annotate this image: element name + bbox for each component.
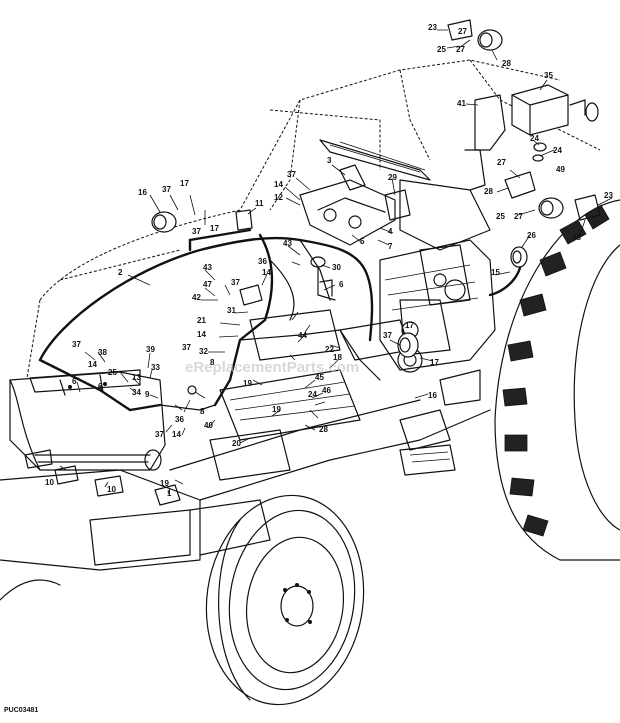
callout: 19 <box>272 405 281 414</box>
callout: 12 <box>274 193 283 202</box>
callout: 43 <box>203 263 212 272</box>
callout: 19 <box>243 379 252 388</box>
callout: 25 <box>437 45 446 54</box>
callout: 24 <box>553 146 562 155</box>
callout: 24 <box>308 390 317 399</box>
callout: 17 <box>405 321 414 330</box>
callout: 40 <box>204 421 213 430</box>
callout: 46 <box>322 386 331 395</box>
relay-box <box>511 84 569 136</box>
callout-labels: 23 27 25 27 28 35 41 24 24 3 37 29 27 49… <box>45 23 613 498</box>
callout: 14 <box>197 330 206 339</box>
callout: 27 <box>456 45 465 54</box>
callout: 28 <box>319 425 328 434</box>
callout: 15 <box>491 268 500 277</box>
callout: 37 <box>182 343 191 352</box>
callout: 14 <box>262 268 271 277</box>
callout: 19 <box>160 479 169 488</box>
callout: 41 <box>457 99 466 108</box>
figure-code: PUC03481 <box>4 707 38 714</box>
callout: 22 <box>325 345 334 354</box>
callout: 10 <box>107 485 116 494</box>
callout: 34 <box>132 388 141 397</box>
callout: 9 <box>145 390 150 399</box>
callout: 3 <box>327 156 332 165</box>
callout: 37 <box>383 331 392 340</box>
callout: 18 <box>333 353 342 362</box>
callout: 37 <box>162 185 171 194</box>
callout: 44 <box>298 331 307 340</box>
watermark: eReplacementParts.com <box>185 359 359 376</box>
callout: 25 <box>496 212 505 221</box>
callout: 17 <box>210 224 219 233</box>
callout: 29 <box>388 173 397 182</box>
work-lamp-top <box>477 29 503 51</box>
callout: 20 <box>232 439 241 448</box>
callout: 14 <box>274 180 283 189</box>
callout: 6 <box>339 280 344 289</box>
callout: 13 <box>132 373 141 382</box>
callout: 30 <box>332 263 341 272</box>
callout: 33 <box>151 363 160 372</box>
leader-lines <box>59 29 613 495</box>
front-grille-assembly <box>9 369 166 471</box>
callout: 17 <box>430 358 439 367</box>
callout: 11 <box>255 199 264 208</box>
callout: 6 <box>98 382 103 391</box>
callout: 37 <box>192 227 201 236</box>
callout: 48 <box>572 233 581 242</box>
callout: 4 <box>388 227 393 236</box>
callout: 21 <box>197 316 206 325</box>
callout: 23 <box>428 23 437 32</box>
callout: 16 <box>428 391 437 400</box>
callout: 10 <box>45 478 54 487</box>
callout: 6 <box>72 377 77 386</box>
callout: 37 <box>287 170 296 179</box>
callout: 25 <box>108 368 117 377</box>
callout: 37 <box>155 430 164 439</box>
callout: 8 <box>200 407 205 416</box>
callout: 39 <box>146 345 155 354</box>
callout: 31 <box>227 306 236 315</box>
instrument-panel <box>299 139 491 251</box>
wiring-harness <box>38 228 523 412</box>
callout: 35 <box>544 71 553 80</box>
callout: 42 <box>192 293 201 302</box>
callout: 28 <box>484 187 493 196</box>
callout: 36 <box>258 257 267 266</box>
callout: 16 <box>138 188 147 197</box>
callout: 43 <box>283 239 292 248</box>
callout: 7 <box>388 242 393 251</box>
callout: 27 <box>458 27 467 36</box>
callout: 27 <box>514 212 523 221</box>
rear-tire <box>494 199 620 561</box>
callout: 47 <box>203 280 212 289</box>
callout: 17 <box>180 179 189 188</box>
components <box>24 19 601 506</box>
callout: 5 <box>360 237 365 246</box>
callout: 32 <box>199 347 208 356</box>
front-wheel <box>205 494 365 706</box>
callout: 37 <box>72 340 81 349</box>
callout: 27 <box>497 158 506 167</box>
callout: 8 <box>210 358 215 367</box>
callout: 23 <box>604 191 613 200</box>
callout: 26 <box>527 231 536 240</box>
callout: 28 <box>502 59 511 68</box>
callout: 2 <box>118 268 123 277</box>
callout: 36 <box>175 415 184 424</box>
callout: 45 <box>315 373 324 382</box>
callout: 14 <box>172 430 181 439</box>
callout: 38 <box>98 348 107 357</box>
callout: 24 <box>530 134 539 143</box>
callout: 14 <box>88 360 97 369</box>
callout: 37 <box>231 278 240 287</box>
callout: 1 <box>167 489 172 498</box>
callout: 49 <box>556 165 565 174</box>
